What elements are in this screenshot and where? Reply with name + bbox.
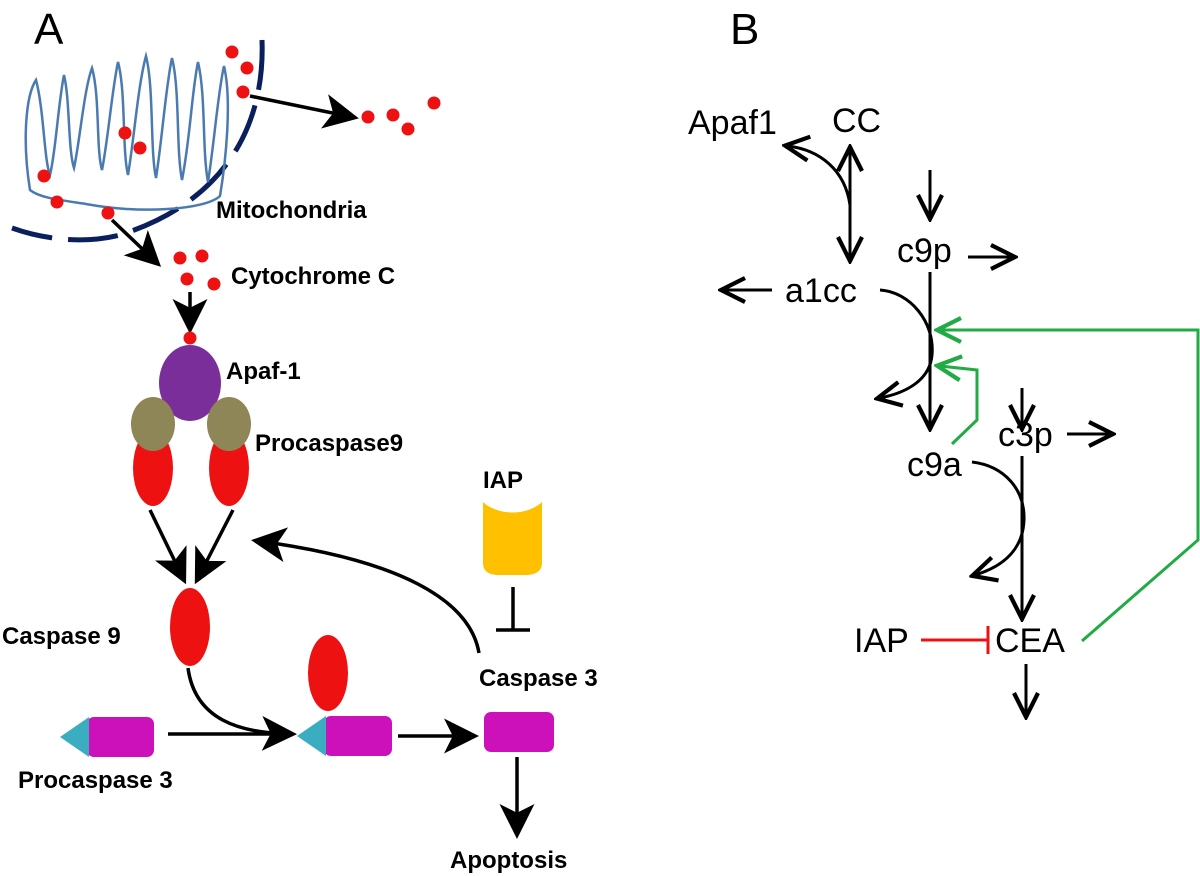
node-apaf1: Apaf1 <box>688 104 777 142</box>
label-apaf1: Apaf-1 <box>226 358 301 385</box>
procaspase9-left-cap <box>131 397 175 451</box>
label-caspase3: Caspase 3 <box>479 665 598 692</box>
panel-b: B Apaf1 CC c9p a1cc c9a c3p IAP <box>688 5 1200 714</box>
node-c3p: c3p <box>998 416 1053 454</box>
release-arrow <box>249 94 359 129</box>
node-cea: CEA <box>995 622 1065 660</box>
procaspase9-right-cap <box>207 397 251 451</box>
arrow-pc9-left <box>148 509 187 585</box>
node-c9p: c9p <box>897 232 952 270</box>
arrow-to-cytochrome <box>110 218 162 267</box>
label-apoptosis: Apoptosis <box>450 847 567 874</box>
mitochondrion <box>11 39 265 243</box>
node-iap: IAP <box>854 622 909 660</box>
arrow-c9a-catalysis <box>972 460 1026 575</box>
arrow-release-apaf1 <box>788 146 852 206</box>
arrow-caspase9-activates <box>186 667 297 751</box>
label-procaspase9: Procaspase9 <box>255 430 403 457</box>
caspase9-procaspase3-complex <box>297 635 392 756</box>
arrow-caspase3-feedback <box>251 527 481 654</box>
mitochondria-cristae <box>24 51 230 211</box>
iap-shape <box>483 502 542 575</box>
released-cytochrome-dots <box>361 96 441 136</box>
feedback-cea-to-c9a <box>940 330 1200 643</box>
arrow-a1cc-catalysis <box>880 288 934 398</box>
bound-cytochrome-dot <box>183 331 197 345</box>
apoptosome <box>131 345 251 506</box>
procaspase9-left <box>133 430 173 506</box>
panel-b-letter: B <box>730 5 759 54</box>
label-procaspase3: Procaspase 3 <box>18 767 173 794</box>
arrow-pc9-right <box>194 509 235 585</box>
panel-a: A Mitochondria <box>2 5 598 874</box>
cytochrome-c-cluster <box>173 249 221 291</box>
caspase9-shape <box>170 588 210 666</box>
procaspase9-right <box>209 430 249 506</box>
label-iap: IAP <box>483 467 523 494</box>
node-cc: CC <box>832 102 881 140</box>
node-a1cc: a1cc <box>785 272 857 310</box>
panel-a-letter: A <box>34 5 64 54</box>
mitochondria-membrane <box>11 39 265 243</box>
apaf1-shape <box>159 345 221 421</box>
label-caspase9: Caspase 9 <box>2 623 121 650</box>
label-mitochondria: Mitochondria <box>216 197 367 224</box>
procaspase3-shape <box>60 717 154 757</box>
feedback-c9a-autocatalysis <box>940 366 979 446</box>
caspase3-shape <box>484 712 554 752</box>
node-c9a: c9a <box>907 446 962 484</box>
label-cytochrome-c: Cytochrome C <box>231 263 395 290</box>
